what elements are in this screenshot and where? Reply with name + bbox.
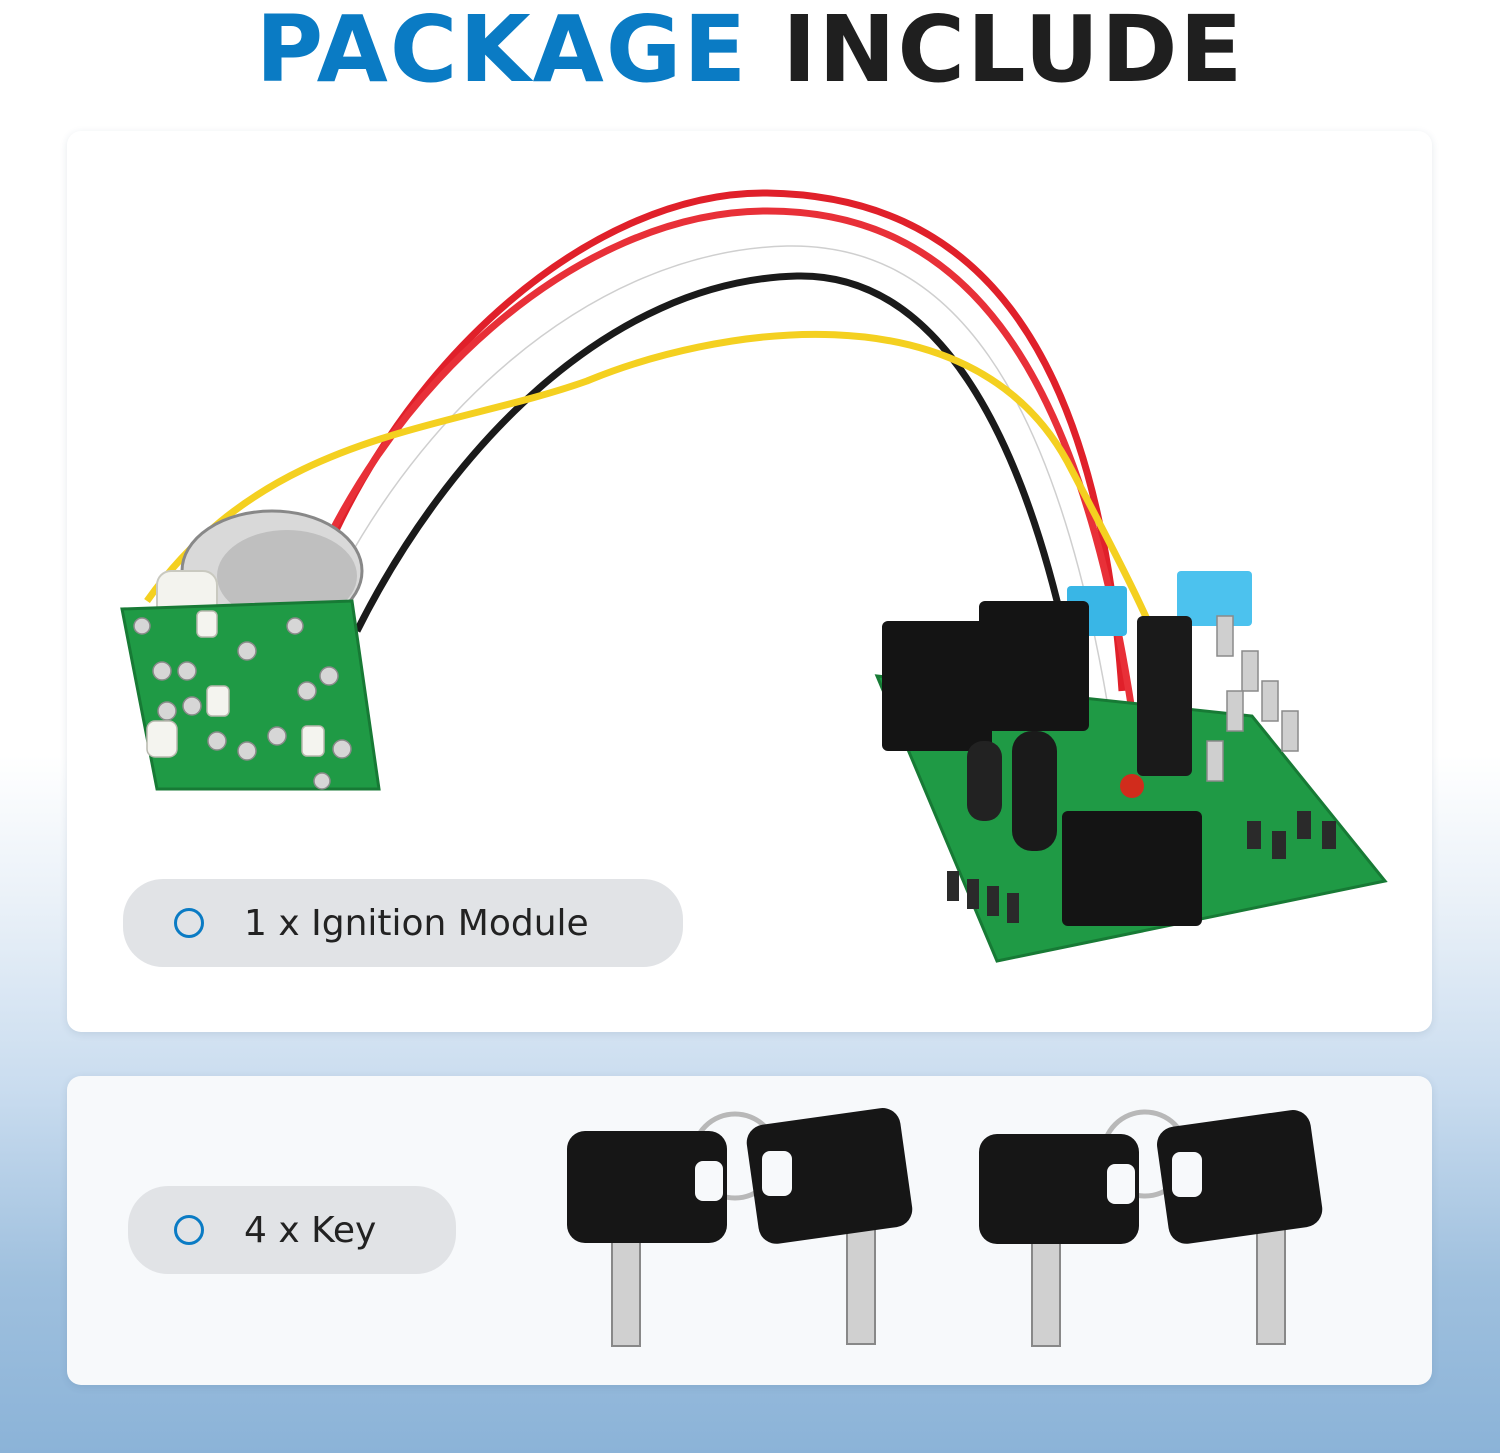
ignition-module-image [120, 189, 1388, 963]
keys-card: 4 x Key [67, 1076, 1432, 1385]
keys-label-pill: 4 x Key [128, 1186, 456, 1274]
title-part-include: INCLUDE [782, 0, 1245, 103]
ring-bullet-icon [174, 1215, 204, 1245]
ignition-module-card: 1 x Ignition Module [67, 131, 1432, 1032]
ignition-module-label-pill: 1 x Ignition Module [123, 879, 683, 967]
keys-image [567, 1108, 1323, 1347]
keys-label: 4 x Key [244, 1209, 377, 1251]
ignition-module-label: 1 x Ignition Module [244, 902, 589, 944]
page-title: PACKAGE INCLUDE [0, 0, 1500, 115]
ring-bullet-icon [174, 908, 204, 938]
title-part-package: PACKAGE [255, 0, 749, 103]
